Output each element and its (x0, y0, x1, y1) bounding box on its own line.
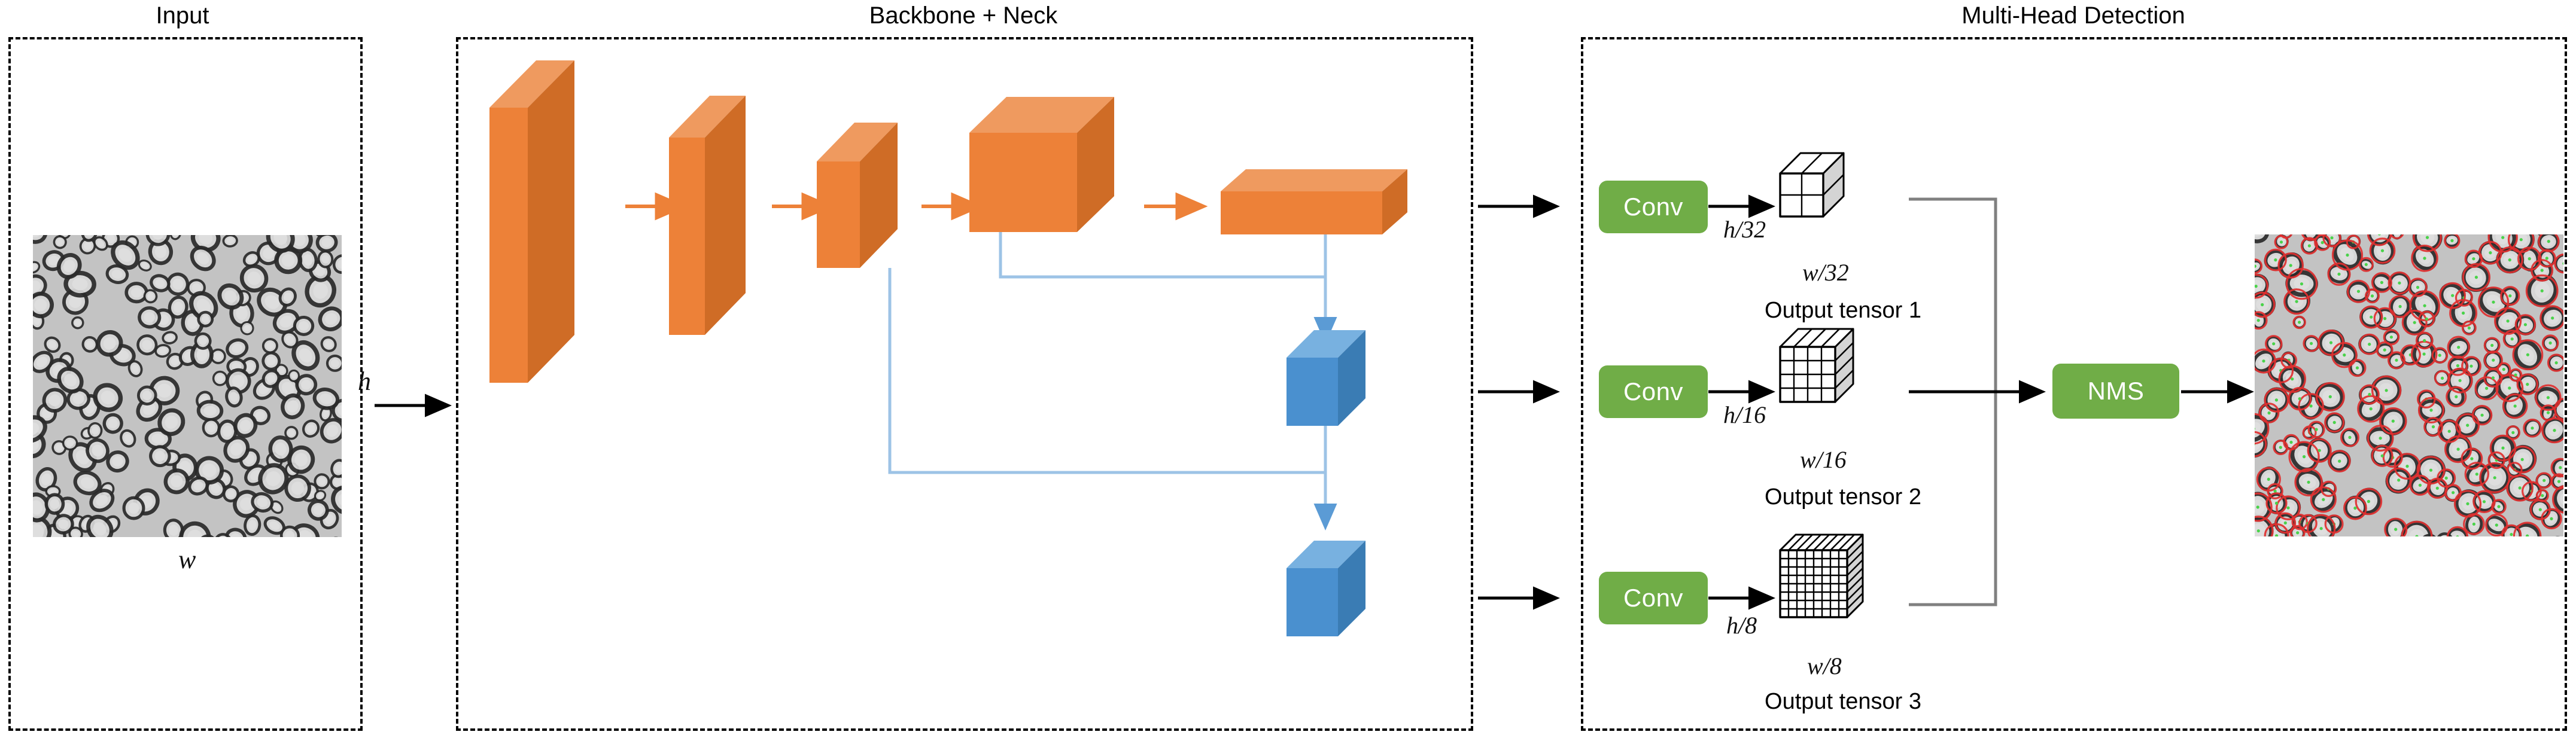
panel-title-backbone: Backbone + Neck (869, 2, 1058, 29)
panel-box-detection (1581, 37, 2567, 731)
output-tensor-cube-2 (1779, 328, 1854, 403)
neck-blue-box-1 (1287, 330, 1365, 426)
width-label-head-3: w/8 (1807, 652, 1842, 679)
panel-box-input (8, 37, 363, 731)
input-image (33, 235, 342, 537)
connector-tensors-to-nms (1909, 197, 1997, 606)
width-label-head-1: w/32 (1802, 259, 1849, 286)
stride-label-head-1: h/32 (1723, 216, 1766, 243)
backbone-stage-3 (817, 123, 898, 268)
caption-head-1: Output tensor 1 (1765, 298, 1921, 323)
conv-button-head-3[interactable]: Conv (1599, 572, 1708, 624)
input-cells-render (33, 235, 342, 537)
backbone-stage-1 (489, 60, 574, 383)
backbone-stage-2 (669, 96, 746, 335)
neck-blue-box-2 (1287, 541, 1365, 636)
stride-label-head-3: h/8 (1726, 612, 1757, 639)
panel-box-backbone (456, 37, 1473, 731)
input-width-label: w (178, 545, 196, 574)
conv-button-head-1[interactable]: Conv (1599, 181, 1708, 233)
conv-button-head-2[interactable]: Conv (1599, 365, 1708, 418)
nms-button[interactable]: NMS (2052, 364, 2179, 419)
caption-head-2: Output tensor 2 (1765, 484, 1921, 510)
width-label-head-2: w/16 (1800, 446, 1847, 473)
stride-label-head-2: h/16 (1723, 401, 1766, 428)
output-tensor-cube-3 (1779, 533, 1864, 618)
backbone-stage-4 (969, 97, 1114, 232)
output-image (2255, 234, 2563, 536)
backbone-stage-5 (1221, 169, 1407, 234)
output-tensor-cube-1 (1779, 152, 1845, 218)
input-height-label: h (358, 367, 371, 396)
skip-stage3-to-blue2 (888, 268, 1325, 474)
skip-stage4-to-blue1 (999, 232, 1325, 279)
panel-title-detection: Multi-Head Detection (1961, 2, 2185, 29)
output-detections-render (2255, 234, 2563, 536)
panel-title-input: Input (156, 2, 209, 29)
caption-head-3: Output tensor 3 (1765, 689, 1921, 714)
